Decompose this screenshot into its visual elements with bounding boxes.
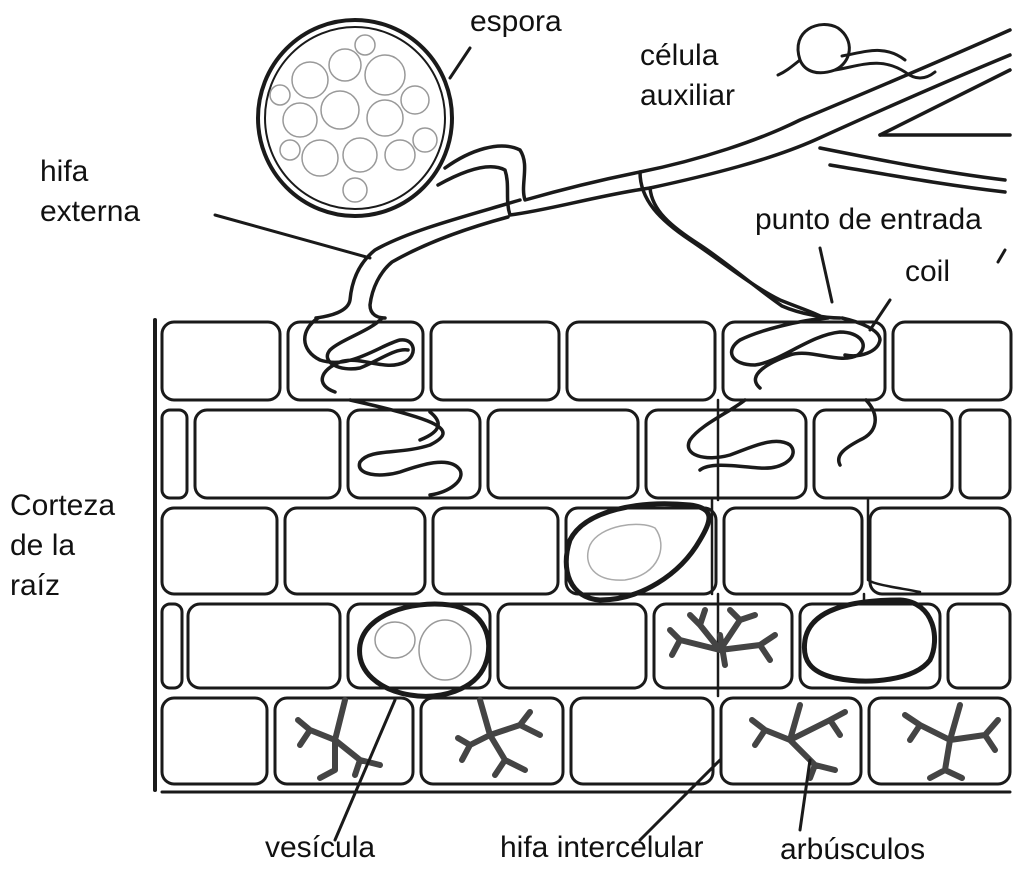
label-espora: espora xyxy=(470,2,562,42)
label-vesicula: vesícula xyxy=(265,828,375,868)
label-punto-entrada: punto de entrada xyxy=(755,200,982,240)
label-hifa-externa: hifa externa xyxy=(40,152,140,232)
label-arbusculos: arbúsculos xyxy=(780,830,925,870)
label-corteza-line3: raíz xyxy=(10,566,115,606)
label-corteza-line2: de la xyxy=(10,526,115,566)
root-cortex xyxy=(155,320,1011,792)
label-celula-auxiliar-line1: célula xyxy=(640,36,735,76)
label-hifa-intercelular: hifa intercelular xyxy=(500,828,703,868)
label-corteza-line1: Corteza xyxy=(10,486,115,526)
intercellular-hypha xyxy=(712,400,920,696)
label-celula-auxiliar: célula auxiliar xyxy=(640,36,735,116)
label-celula-auxiliar-line2: auxiliar xyxy=(640,76,735,116)
auxiliary-cell xyxy=(778,25,935,78)
coils xyxy=(305,318,880,495)
label-hifa-externa-line2: externa xyxy=(40,192,140,232)
label-hifa-externa-line1: hifa xyxy=(40,152,140,192)
label-coil: coil xyxy=(905,252,950,292)
spore xyxy=(258,20,452,216)
label-corteza-raiz: Corteza de la raíz xyxy=(10,486,115,606)
leader-lines xyxy=(215,48,1005,840)
